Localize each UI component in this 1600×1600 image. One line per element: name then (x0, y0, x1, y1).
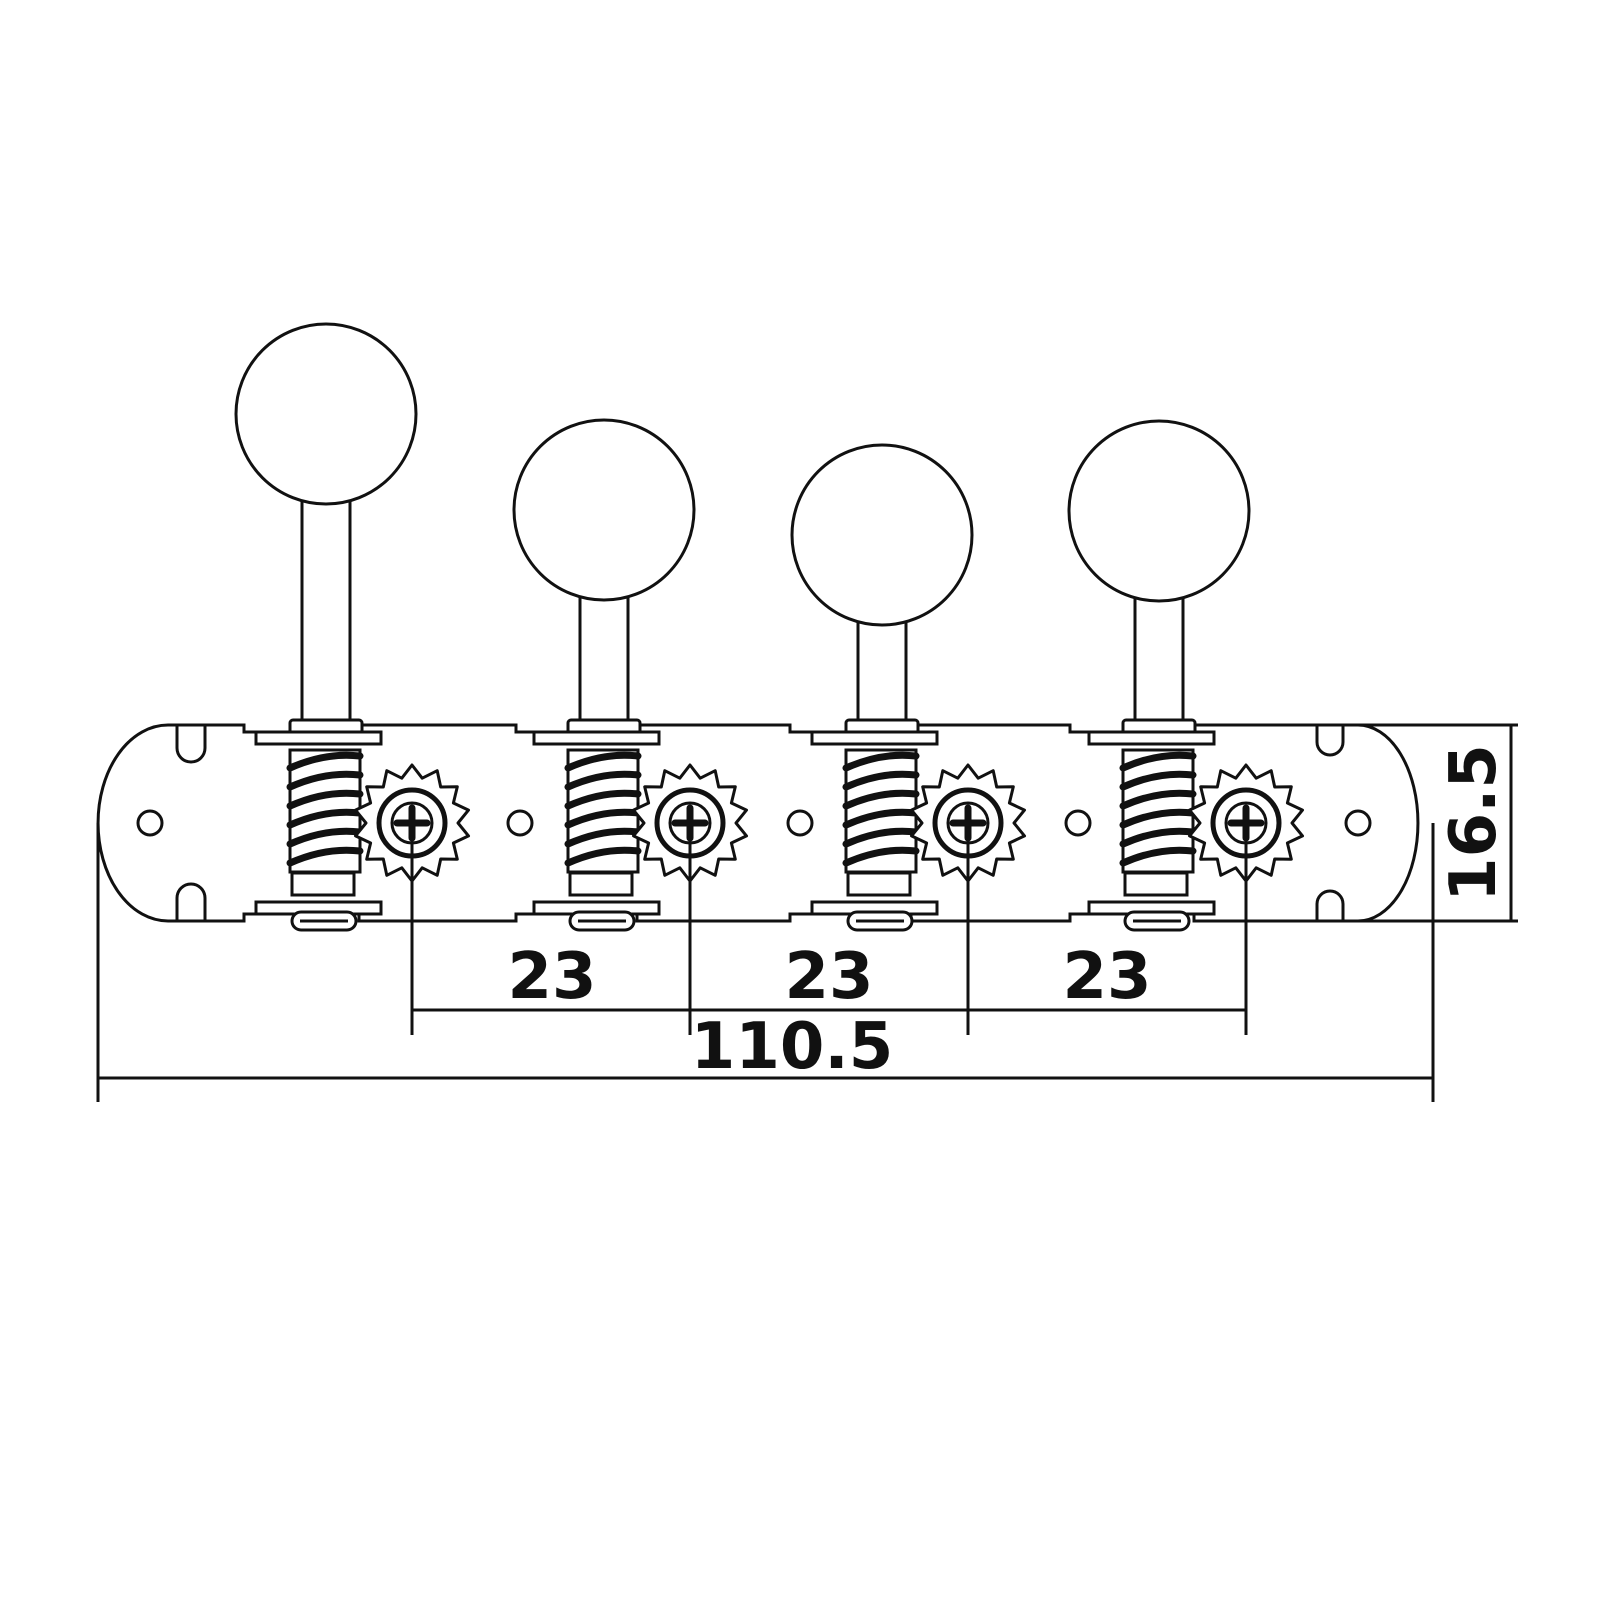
tuner-bracket (1087, 730, 1216, 746)
tuner-bracket (810, 730, 939, 746)
worm-thread (842, 827, 920, 848)
plate-notch (175, 725, 207, 764)
worm-thread (564, 751, 642, 772)
worm-thread (286, 789, 364, 810)
spacing-label-2: 23 (784, 940, 873, 1014)
spacing-label-3: 23 (1062, 940, 1151, 1014)
worm-thread (842, 770, 920, 791)
plate-height-label: 16.5 (1437, 744, 1511, 902)
worm-thread (1119, 846, 1197, 867)
worm-collar (568, 871, 634, 897)
worm-thread (842, 751, 920, 772)
worm-thread (564, 827, 642, 848)
plate-notch (175, 882, 207, 921)
worm-thread (286, 846, 364, 867)
spacing-label-1: 23 (507, 940, 596, 1014)
tuner-knob (790, 443, 974, 627)
worm-thread (286, 808, 364, 829)
tuner-2 (512, 418, 696, 932)
plate-notch (1315, 725, 1345, 757)
worm-thread (842, 789, 920, 810)
tuner-1 (234, 322, 418, 932)
tuner-shaft (1133, 595, 1185, 727)
worm-thread (564, 808, 642, 829)
worm-collar (290, 871, 356, 897)
mounting-hole (136, 809, 164, 837)
worm-thread (1119, 827, 1197, 848)
worm-thread (1119, 770, 1197, 791)
tuner-knob (234, 322, 418, 506)
worm-thread (1119, 751, 1197, 772)
worm-thread (842, 808, 920, 829)
tuner-shaft (300, 498, 352, 727)
mounting-hole (1064, 809, 1092, 837)
worm-thread (564, 770, 642, 791)
mounting-hole (506, 809, 534, 837)
worm-collar (846, 871, 912, 897)
tuner-shaft (856, 619, 908, 727)
worm-thread (286, 751, 364, 772)
plate-notch (1315, 889, 1345, 921)
gear-group (354, 763, 1304, 883)
tuner-group (234, 322, 1251, 932)
tuner-shaft (578, 594, 630, 727)
overall-length-label: 110.5 (691, 1010, 893, 1084)
mounting-hole (786, 809, 814, 837)
tuner-bracket (532, 730, 661, 746)
worm-thread (1119, 789, 1197, 810)
worm-thread (564, 846, 642, 867)
tuner-knob (512, 418, 696, 602)
mounting-hole (1344, 809, 1372, 837)
tuner-bracket (254, 730, 383, 746)
worm-thread (1119, 808, 1197, 829)
worm-thread (842, 846, 920, 867)
tuner-3 (790, 443, 974, 932)
worm-thread (564, 789, 642, 810)
tuner-knob (1067, 419, 1251, 603)
worm-thread (286, 827, 364, 848)
worm-collar (1123, 871, 1189, 897)
tuner-4 (1067, 419, 1251, 932)
worm-thread (286, 770, 364, 791)
